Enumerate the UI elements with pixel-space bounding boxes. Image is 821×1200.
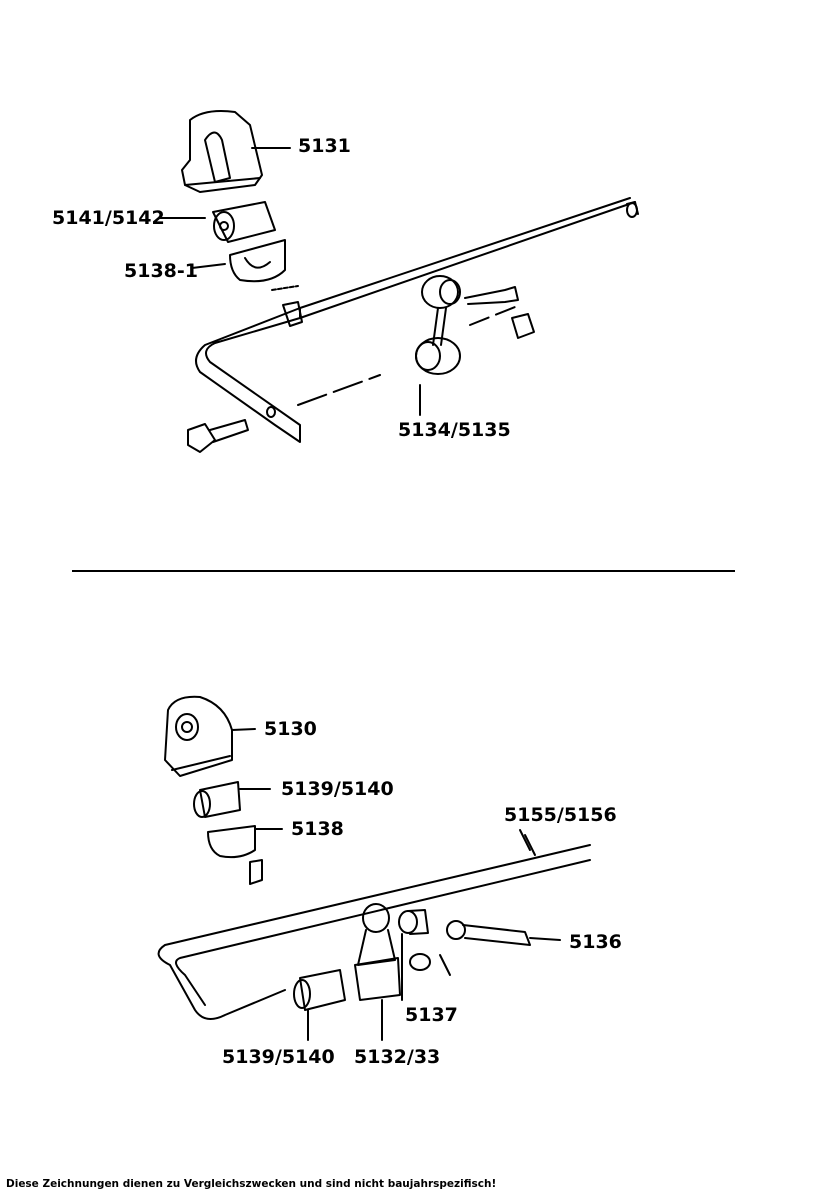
part-label-5134-5135: 5134/5135 [398, 419, 511, 441]
part-label-5141-5142: 5141/5142 [52, 207, 165, 229]
footer-disclaimer: Diese Zeichnungen dienen zu Vergleichszw… [6, 1178, 497, 1190]
bushing-half-5138-1 [191, 239, 303, 327]
part-label-5139-5140-upper: 5139/5140 [281, 778, 394, 800]
mounting-bracket-5131 [181, 110, 291, 193]
part-label-5139-5140-lower: 5139/5140 [222, 1046, 335, 1068]
link-rod-5134-5135 [415, 275, 535, 416]
stabilizer-bar-5155-5156 [157, 829, 591, 1020]
bolt [187, 419, 249, 453]
bushing-half-5138 [207, 825, 283, 885]
part-label-5136: 5136 [569, 931, 622, 953]
part-label-5138-1: 5138-1 [124, 260, 198, 282]
part-label-5138: 5138 [291, 818, 344, 840]
bracket-5130 [164, 695, 256, 777]
part-label-5132-33: 5132/33 [354, 1046, 441, 1068]
part-label-5137: 5137 [405, 1004, 458, 1026]
part-label-5131: 5131 [298, 135, 351, 157]
link-5132-33 [354, 903, 401, 1041]
bushing-5139-5140-lower [293, 969, 346, 1041]
bushing-5139-5140-upper [193, 781, 271, 818]
part-label-5130: 5130 [264, 718, 317, 740]
top-stabilizer-bar [195, 197, 639, 443]
bushing-5141-5142 [159, 201, 276, 243]
part-label-5155-5156: 5155/5156 [504, 804, 617, 826]
section-divider [72, 570, 735, 572]
parts-5136-5137 [398, 909, 561, 1001]
